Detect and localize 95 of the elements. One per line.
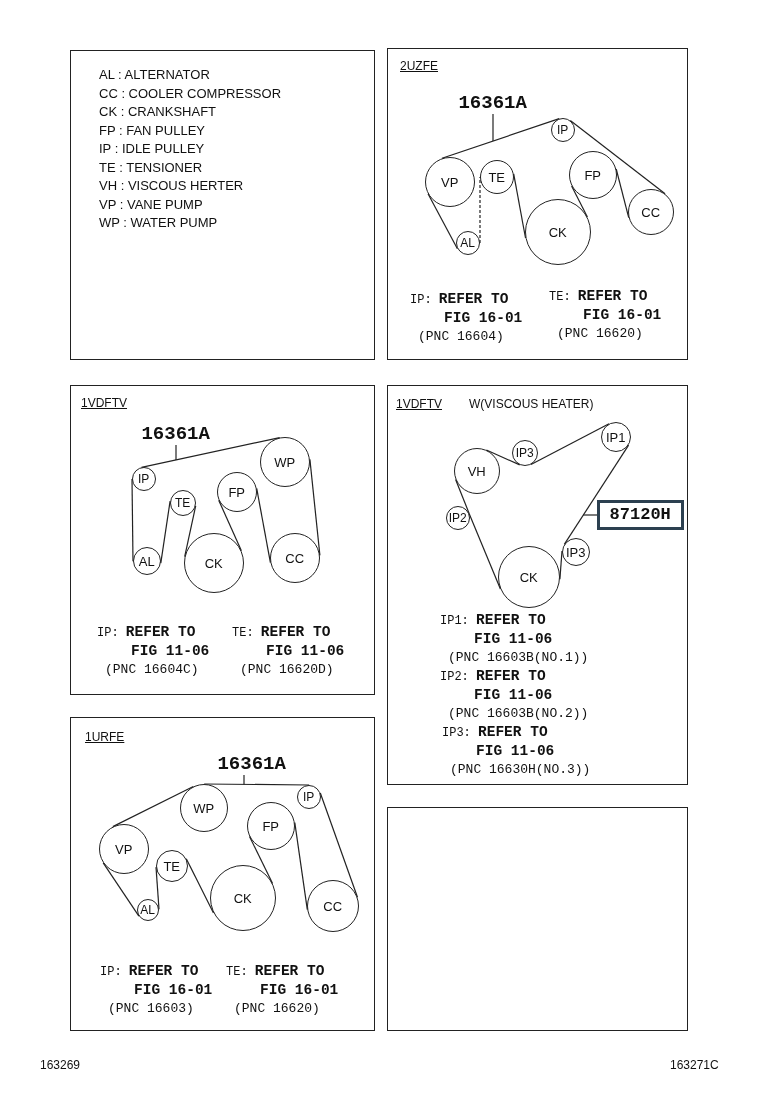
pulley-label: IP3 [514, 445, 535, 460]
belt-segment [203, 783, 310, 786]
belt-segment [160, 500, 171, 564]
belt-segment [185, 858, 215, 914]
figure-number: 163269 [40, 1058, 81, 1072]
abbreviation-entry: WP : WATER PUMP [99, 215, 218, 230]
belt-segment [294, 822, 308, 911]
panel-frame [70, 717, 375, 1031]
engine-code: 1VDFTV [396, 397, 442, 411]
engine-code: 1URFE [85, 730, 125, 744]
belt-segment [563, 444, 630, 545]
belt-segment [102, 862, 140, 917]
reference-note: IP: REFER TO FIG 16-01 (PNC 16603) [100, 962, 214, 1018]
reference-note: IP3: REFER TO FIG 11-06 (PNC 16630H(NO.3)) [442, 723, 591, 779]
pulley-label: TE [174, 495, 192, 510]
pulley-label: CK [203, 555, 224, 571]
belt-segment [131, 478, 134, 562]
pulley-label: IP2 [447, 510, 468, 525]
belt-segment [218, 499, 242, 552]
pulley-label: FP [227, 484, 246, 500]
belt-segment [468, 512, 501, 590]
pulley-label: CC [322, 898, 344, 914]
belt-segment [569, 119, 666, 195]
belt-segment [112, 785, 194, 828]
reference-note: IP1: REFER TO FIG 11-06 (PNC 16603B(NO.1)) [440, 611, 589, 667]
leader-line [582, 514, 598, 516]
pulley-label: CC [284, 550, 306, 566]
panel-frame [70, 385, 375, 695]
pulley-label: WP [273, 454, 297, 470]
pulley-label: TE [162, 858, 181, 874]
part-number: 16361A [216, 752, 287, 775]
panel-title: W(VISCOUS HEATER) [469, 397, 594, 411]
reference-note: IP: REFER TO FIG 16-01 (PNC 16604) [410, 290, 524, 346]
belt-segment [530, 423, 610, 466]
belt-segment [571, 185, 588, 218]
belt-segment [155, 866, 160, 910]
panel-frame [70, 50, 375, 360]
pulley-label: IP [556, 122, 570, 137]
belt-segment [559, 550, 563, 580]
belt-segment [485, 449, 521, 466]
pulley-label: IP3 [564, 544, 587, 560]
belt-segment [427, 193, 458, 250]
reference-note: IP: REFER TO FIG 11-06 (PNC 16604C) [97, 623, 211, 679]
belt-segment [479, 176, 481, 244]
reference-note: TE: REFER TO FIG 16-01 (PNC 16620) [226, 962, 340, 1018]
pulley-label: AL [139, 902, 157, 917]
pulley-label: CC [640, 204, 662, 220]
leader-line [492, 113, 494, 142]
belt-segment [513, 173, 527, 239]
part-number-box: 87120H [596, 499, 684, 530]
abbreviation-entry: CC : COOLER COMPRESSOR [99, 85, 282, 101]
belt-segment [615, 168, 630, 219]
belt-segment [319, 792, 359, 898]
belt-segment [256, 487, 271, 564]
pulley-label: VP [440, 174, 460, 190]
abbreviation-entry: AL : ALTERNATOR [99, 67, 210, 82]
abbreviation-entry: VP : VANE PUMP [99, 196, 203, 212]
pulley-label: CK [547, 224, 568, 240]
engine-code: 2UZFE [400, 59, 438, 73]
reference-note: TE: REFER TO FIG 11-06 (PNC 16620D) [232, 623, 346, 679]
engine-code: 1VDFTV [81, 396, 127, 410]
pulley-label: AL [137, 553, 156, 569]
pulley-label: VP [114, 841, 134, 857]
belt-segment [455, 478, 470, 515]
abbreviation-entry: FP : FAN PULLEY [99, 122, 205, 138]
empty-panel [387, 807, 688, 1031]
belt-segment [248, 836, 274, 884]
pulley-label: IP [302, 789, 316, 804]
figure-number: 163271C [670, 1058, 719, 1072]
belt-segment [184, 505, 197, 558]
pulley-label: CK [232, 890, 253, 906]
belt-segment [309, 458, 321, 556]
pulley-label: WP [192, 800, 216, 816]
reference-note: IP2: REFER TO FIG 11-06 (PNC 16603B(NO.2)) [440, 667, 589, 723]
part-number: 16361A [457, 91, 528, 114]
leader-line [243, 774, 245, 785]
belt-segment [441, 118, 560, 159]
pulley-label: AL [459, 235, 477, 250]
pulley-label: TE [487, 169, 506, 185]
belt-segment [140, 437, 281, 468]
pulley-label: CK [518, 569, 539, 585]
abbreviation-entry: TE : TENSIONER [99, 159, 203, 175]
part-number: 16361A [140, 422, 211, 445]
abbreviation-entry: VH : VISCOUS HERTER [99, 178, 244, 193]
abbreviation-entry: CK : CRANKSHAFT [99, 104, 216, 119]
pulley-label: IP [137, 471, 151, 486]
pulley-label: FP [583, 167, 602, 183]
panel-frame [387, 48, 688, 360]
pulley-label: VH [466, 463, 487, 479]
reference-note: TE: REFER TO FIG 16-01 (PNC 16620) [549, 287, 663, 343]
leader-line [175, 444, 177, 461]
panel-frame [387, 385, 688, 785]
pulley-label: IP1 [604, 429, 627, 445]
abbreviation-entry: IP : IDLE PULLEY [99, 141, 205, 156]
pulley-label: FP [261, 818, 280, 834]
